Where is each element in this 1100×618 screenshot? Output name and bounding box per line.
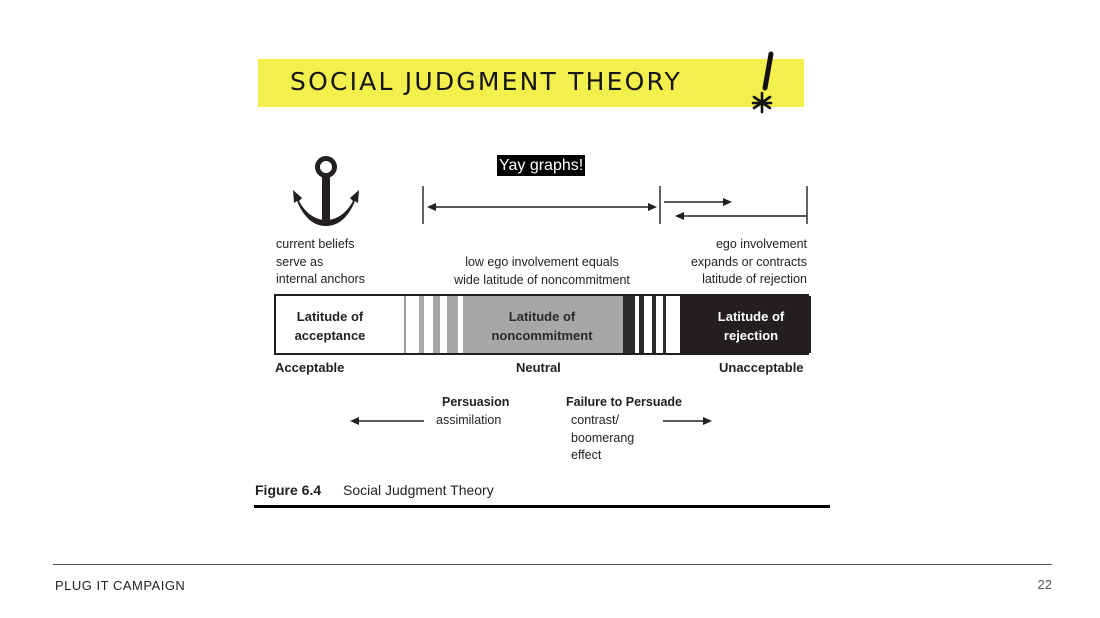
figure-number: Figure 6.4 <box>255 482 322 498</box>
failure-detail: contrast/ boomerang effect <box>571 413 635 462</box>
failure-heading: Failure to Persuade <box>566 395 683 409</box>
persuasion-detail: assimilation <box>436 413 502 427</box>
latitude-of-rejection: Latitude of rejection <box>717 309 785 343</box>
latitude-bar: Latitude of acceptance Latitude of nonco… <box>274 294 811 355</box>
caption-rule <box>254 505 830 508</box>
latitude-of-noncommitment: Latitude of noncommitment <box>491 309 593 343</box>
figure-caption: Social Judgment Theory <box>343 482 494 498</box>
anchors-note: current beliefs serve as internal anchor… <box>276 237 365 286</box>
anchor-icon <box>293 156 359 226</box>
footer-label: PLUG IT CAMPAIGN <box>55 578 186 593</box>
slide-title: SOCIAL JUDGMENT THEORY <box>290 67 682 96</box>
footer-divider <box>53 564 1052 565</box>
yay-graphs-callout: Yay graphs! <box>497 155 586 176</box>
persuasion-heading: Persuasion <box>442 395 510 409</box>
scale-acceptable: Acceptable <box>275 360 345 375</box>
low-ego-note: low ego involvement equals wide latitude… <box>454 255 630 287</box>
latitude-of-acceptance: Latitude of acceptance <box>294 309 366 343</box>
title-highlight <box>258 59 804 107</box>
scale-neutral: Neutral <box>516 360 561 375</box>
scale-unacceptable: Unacceptable <box>719 360 804 375</box>
ego-involvement-note: ego involvement expands or contracts lat… <box>690 237 807 286</box>
exclamation-doodle-icon <box>751 51 774 114</box>
page-number: 22 <box>1037 577 1052 592</box>
